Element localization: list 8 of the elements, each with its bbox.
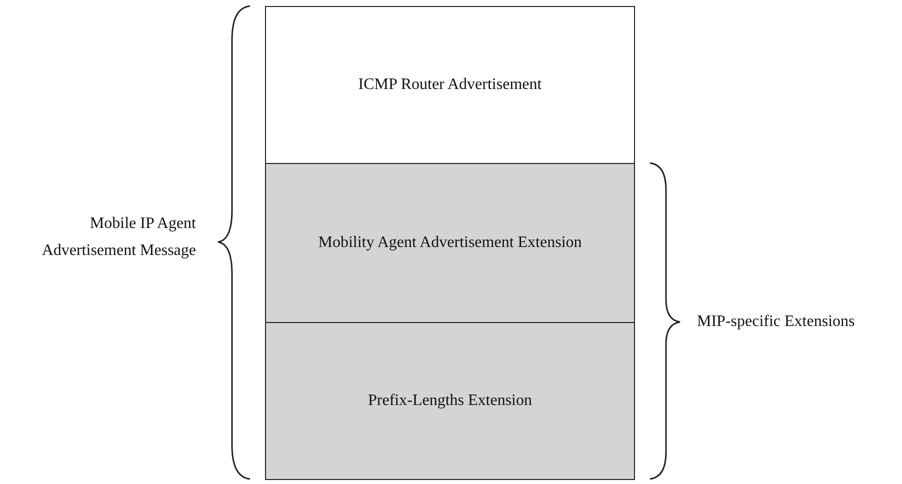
section-title: ICMP Router Advertisement [358, 76, 542, 94]
section-title: Mobility Agent Advertisement Extension [318, 234, 582, 252]
message-section [265, 322, 635, 480]
message-section [265, 6, 635, 164]
brace-label: MIP-specific Extensions [697, 312, 856, 332]
section-title: Prefix-Lengths Extension [368, 392, 532, 410]
message-section [265, 163, 635, 323]
brace-label: Mobile IP Agent Advertisement Message [40, 214, 196, 261]
